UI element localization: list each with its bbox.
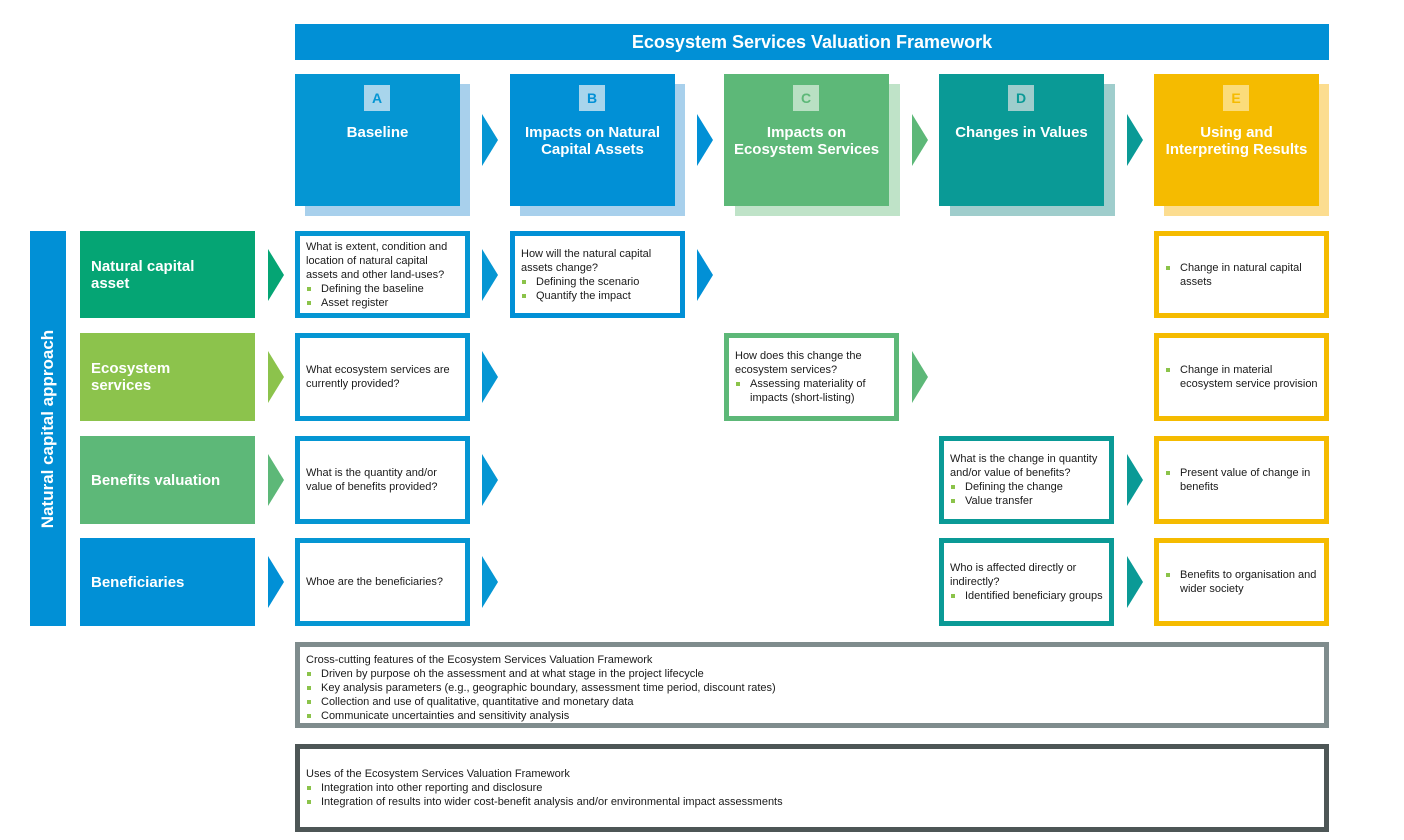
cell-question: What is extent, condition and location o… <box>306 240 448 281</box>
arrow-right-icon <box>697 249 713 301</box>
cell-bullet: Asset register <box>306 296 459 310</box>
cell-question: What ecosystem services are currently pr… <box>306 364 450 390</box>
arrow-right-icon <box>268 351 284 403</box>
panel-heading: Cross-cutting features of the Ecosystem … <box>306 654 653 666</box>
side-label: Natural capital approach <box>38 329 57 528</box>
stage-e: E Using and Interpreting Results <box>1154 74 1319 206</box>
cell-bullet: Benefits to organisation and wider socie… <box>1165 568 1318 596</box>
framework-title: Ecosystem Services Valuation Framework <box>295 24 1329 60</box>
cell-bullet: Identified beneficiary groups <box>950 589 1103 603</box>
stage-b: B Impacts on Natural Capital Assets <box>510 74 675 206</box>
arrow-right-icon <box>1127 454 1143 506</box>
arrow-right-icon <box>268 249 284 301</box>
stage-title: Changes in Values <box>955 124 1088 141</box>
stage-letter: A <box>364 85 390 111</box>
cell-bullet: Defining the scenario <box>521 275 674 289</box>
panel-bullet: Integration into other reporting and dis… <box>306 781 1318 795</box>
cell-baseline-natural-capital: What is extent, condition and location o… <box>295 231 470 318</box>
arrow-right-icon <box>912 114 928 166</box>
panel-bullet: Collection and use of qualitative, quant… <box>306 695 1318 709</box>
arrow-right-icon <box>1127 114 1143 166</box>
stage-letter: D <box>1008 85 1034 111</box>
cell-bullet: Present value of change in benefits <box>1165 466 1318 494</box>
panel-heading: Uses of the Ecosystem Services Valuation… <box>306 768 570 780</box>
row-header-benefits-valuation: Benefits valuation <box>80 436 255 524</box>
cell-question: How does this change the ecosystem servi… <box>735 350 862 376</box>
row-label: Natural capital asset <box>91 257 195 292</box>
stage-letter: B <box>579 85 605 111</box>
side-label-bar: Natural capital approach <box>30 231 66 626</box>
stage-d: D Changes in Values <box>939 74 1104 206</box>
cell-values-beneficiaries: Who is affected directly or indirectly? … <box>939 538 1114 626</box>
cell-values-benefits: What is the change in quantity and/or va… <box>939 436 1114 524</box>
cell-results-natural-capital: Change in natural capital assets <box>1154 231 1329 318</box>
arrow-right-icon <box>268 556 284 608</box>
arrow-right-icon <box>482 454 498 506</box>
panel-bullet: Integration of results into wider cost-b… <box>306 795 1318 809</box>
stage-c: C Impacts on Ecosystem Services <box>724 74 889 206</box>
cell-impacts-natural-capital: How will the natural capital assets chan… <box>510 231 685 318</box>
cell-question: What is the quantity and/or value of ben… <box>306 467 438 493</box>
stage-title: Using and Interpreting Results <box>1165 124 1308 158</box>
cell-results-beneficiaries: Benefits to organisation and wider socie… <box>1154 538 1329 626</box>
arrow-right-icon <box>482 556 498 608</box>
cell-question: Who is affected directly or indirectly? <box>950 562 1077 588</box>
cell-results-benefits: Present value of change in benefits <box>1154 436 1329 524</box>
arrow-right-icon <box>1127 556 1143 608</box>
stage-a: A Baseline <box>295 74 460 206</box>
stage-title: Baseline <box>346 124 409 141</box>
stage-title: Impacts on Natural Capital Assets <box>524 124 661 158</box>
cell-question: Whoe are the beneficiaries? <box>306 576 443 588</box>
panel-bullet: Key analysis parameters (e.g., geographi… <box>306 681 1318 695</box>
row-label: Benefits valuation <box>91 471 221 489</box>
arrow-right-icon <box>268 454 284 506</box>
cell-results-ecosystem-services: Change in material ecosystem service pro… <box>1154 333 1329 421</box>
cell-bullet: Quantify the impact <box>521 289 674 303</box>
stage-title: Impacts on Ecosystem Services <box>733 124 880 158</box>
cell-question: How will the natural capital assets chan… <box>521 247 652 274</box>
stage-letter: C <box>793 85 819 111</box>
arrow-right-icon <box>912 351 928 403</box>
arrow-right-icon <box>482 249 498 301</box>
uses-panel: Uses of the Ecosystem Services Valuation… <box>295 744 1329 832</box>
row-header-natural-capital: Natural capital asset <box>80 231 255 318</box>
cell-bullet: Defining the change <box>950 480 1103 494</box>
cell-bullet: Value transfer <box>950 494 1103 508</box>
cell-baseline-beneficiaries: Whoe are the beneficiaries? <box>295 538 470 626</box>
arrow-right-icon <box>482 351 498 403</box>
cell-baseline-benefits: What is the quantity and/or value of ben… <box>295 436 470 524</box>
panel-bullet: Communicate uncertainties and sensitivit… <box>306 709 1318 723</box>
arrow-right-icon <box>697 114 713 166</box>
cell-bullet: Change in material ecosystem service pro… <box>1165 363 1318 391</box>
row-label: Beneficiaries <box>91 573 185 591</box>
arrow-right-icon <box>482 114 498 166</box>
stage-letter: E <box>1223 85 1249 111</box>
cell-bullet: Change in natural capital assets <box>1165 261 1318 289</box>
row-header-beneficiaries: Beneficiaries <box>80 538 255 626</box>
row-header-ecosystem-services: Ecosystem services <box>80 333 255 421</box>
cell-question: What is the change in quantity and/or va… <box>950 453 1098 479</box>
cell-impacts-ecosystem-services: How does this change the ecosystem servi… <box>724 333 899 421</box>
row-label: Ecosystem services <box>91 360 171 394</box>
cell-baseline-ecosystem-services: What ecosystem services are currently pr… <box>295 333 470 421</box>
cell-bullet: Defining the baseline <box>306 282 459 296</box>
panel-bullet: Driven by purpose oh the assessment and … <box>306 667 1318 681</box>
cell-bullet: Assessing materiality of impacts (short-… <box>735 377 888 405</box>
cross-cutting-panel: Cross-cutting features of the Ecosystem … <box>295 642 1329 728</box>
